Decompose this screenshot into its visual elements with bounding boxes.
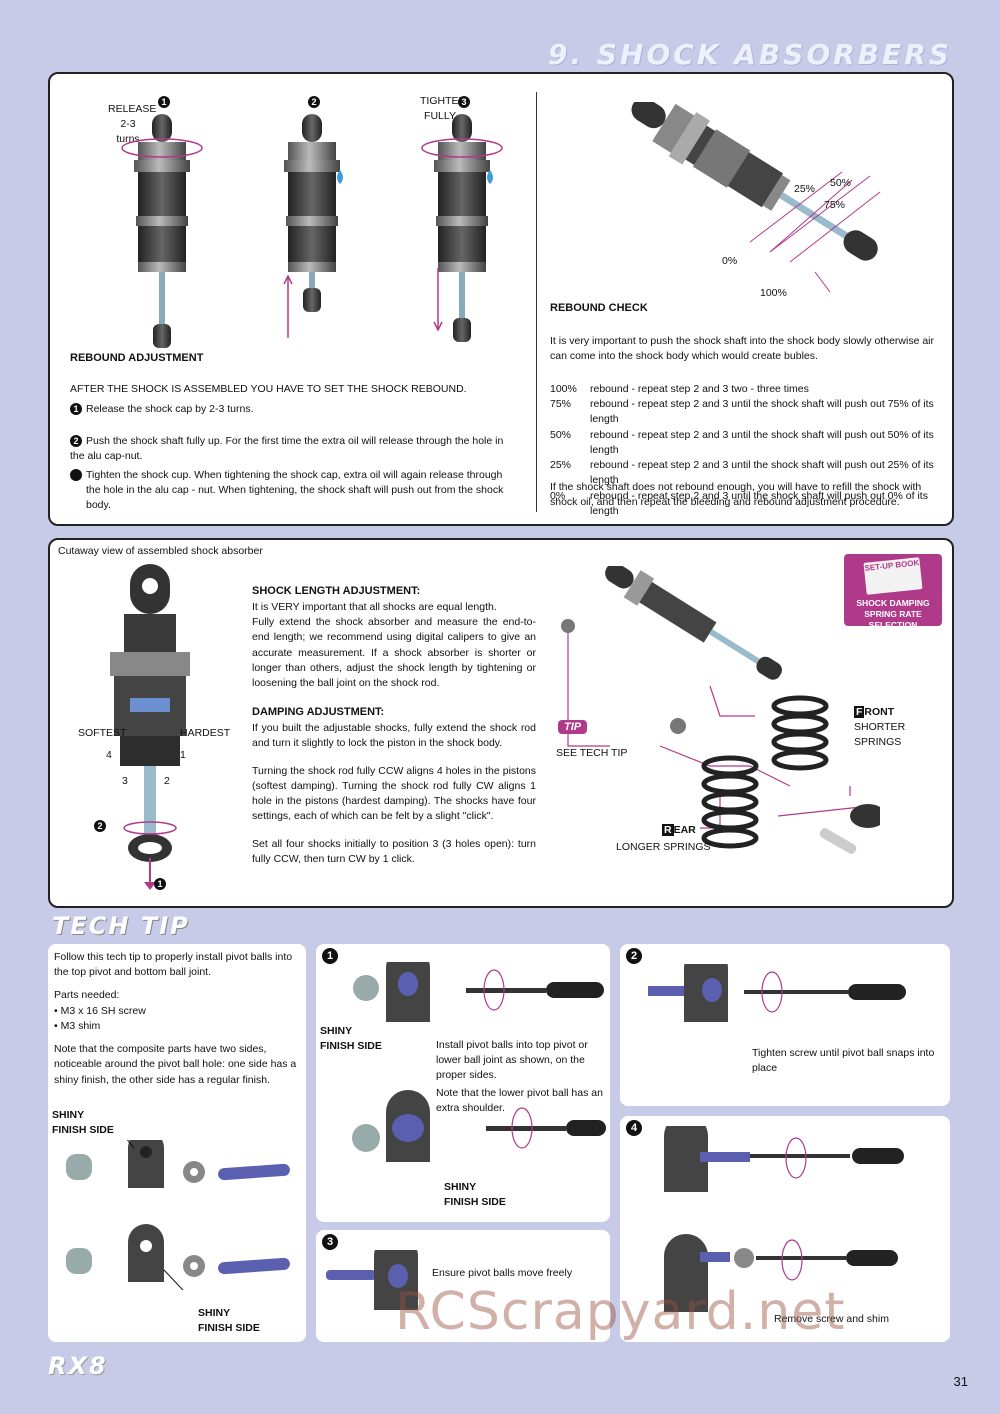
rebound-check-text: rebound - repeat step 2 and 3 until the … xyxy=(590,489,928,517)
shock-step-2 xyxy=(283,114,343,338)
rebound-check-table: 100% rebound - repeat step 2 and 3 two - … xyxy=(550,382,942,519)
cutaway-caption: Cutaway view of assembled shock absorber xyxy=(58,545,263,557)
rebound-check-pct: 50% xyxy=(550,428,572,441)
tip-badge: TIP xyxy=(558,720,588,734)
rebound-check-pct: 100% xyxy=(550,383,577,395)
softest-label: SOFTEST xyxy=(78,727,127,739)
step-2-illustration xyxy=(648,964,906,1022)
rebound-check-pct: 25% xyxy=(550,459,572,472)
rebound-check-row: 100% rebound - repeat step 2 and 3 two - … xyxy=(550,382,942,397)
tech-tip-step-2-card: 2 Tighten screw until pivot ball snaps i… xyxy=(620,944,950,1106)
step-number-2: 2 xyxy=(308,96,320,108)
step-1-illustration xyxy=(352,962,606,1162)
page-title: 9. SHOCK ABSORBERS xyxy=(548,38,952,71)
rebound-panel: RELEASE 2-3 turns 1 2 TIGHTEN FULLY 3 xyxy=(48,72,954,526)
step-1-note: Note that the lower pivot ball has an ex… xyxy=(436,1087,603,1115)
rebound-check-intro: It is very important to push the shock s… xyxy=(550,335,935,363)
tech-step-1-number: 1 xyxy=(322,948,338,964)
rebound-check-row: 50% rebound - repeat step 2 and 3 until t… xyxy=(550,428,942,458)
step-3-illustration xyxy=(326,1250,418,1310)
rebound-pct-0: 0% xyxy=(722,255,738,267)
step-number-1: 1 xyxy=(158,96,170,108)
tech-tip-step-4-card: 4 Remove screw and shim xyxy=(620,1116,950,1342)
rebound-pct-75: 75% xyxy=(824,199,846,211)
rebound-check-illustration xyxy=(631,102,881,293)
rebound-pct-100: 100% xyxy=(760,287,787,299)
rebound-check-outro: If the shock shaft does not rebound enou… xyxy=(550,481,922,509)
composite-parts-illustration xyxy=(66,1140,290,1290)
rebound-pct-25: 25% xyxy=(794,183,816,195)
position-3: 3 xyxy=(122,775,128,787)
tech-step-2-number: 2 xyxy=(626,948,642,964)
rebound-check-pct: 75% xyxy=(550,398,572,411)
cutaway-step-1: 1 xyxy=(154,878,166,890)
position-2: 2 xyxy=(164,775,170,787)
step-3-text: Ensure pivot balls move freely xyxy=(432,1267,573,1279)
hardest-label: HARDEST xyxy=(180,727,231,739)
longer-springs-label: LONGER SPRINGS xyxy=(616,841,711,853)
step-2-text: Tighten screw until pivot ball snaps int… xyxy=(752,1047,935,1075)
setup-book-badge: SET-UP BOOK SHOCK DAMPING SPRING RATE SE… xyxy=(844,554,942,630)
watermark: RCScrapyard.net xyxy=(395,1282,846,1342)
step-1-text: Install pivot balls into top pivot or lo… xyxy=(436,1039,588,1082)
setup-book-icon: SET-UP BOOK xyxy=(863,557,923,595)
shock-step-1 xyxy=(121,114,203,348)
tech-tip-title: TECH TIP xyxy=(52,912,190,940)
tech-step-3-number: 3 xyxy=(322,1234,338,1250)
page-number: 31 xyxy=(953,1374,968,1389)
position-4: 4 xyxy=(106,749,112,761)
rebound-check-text: rebound - repeat step 2 and 3 until the … xyxy=(590,428,934,456)
shock-length-heading: SHOCK LENGTH ADJUSTMENT: xyxy=(252,585,421,597)
rebound-check-text: rebound - repeat step 2 and 3 two - thre… xyxy=(590,383,809,395)
rebound-check-row: 25% rebound - repeat step 2 and 3 until t… xyxy=(550,458,942,488)
rebound-check-text: rebound - repeat step 2 and 3 until the … xyxy=(590,459,934,487)
step-4-illustration xyxy=(664,1126,904,1312)
rx8-logo: RX8 xyxy=(48,1352,108,1380)
shock-length-section: SHOCK LENGTH ADJUSTMENT: It is VERY impo… xyxy=(252,585,536,865)
step-number-3: 3 xyxy=(458,96,470,108)
tech-tip-intro-card: Follow this tech tip to properly install… xyxy=(48,944,306,1342)
rebound-check-row: 0% rebound - repeat step 2 and 3 until th… xyxy=(550,489,942,519)
rebound-pct-50: 50% xyxy=(830,177,852,189)
see-tech-tip-label: SEE TECH TIP xyxy=(556,747,628,759)
rebound-check-row: 75% rebound - repeat step 2 and 3 until t… xyxy=(550,397,942,427)
springs-illustration xyxy=(561,566,880,854)
tech-tip-step-3-card: 3 Ensure pivot balls move freely xyxy=(316,1230,610,1342)
tech-tip-intro: Follow this tech tip to properly install… xyxy=(54,951,297,1086)
shock-setup-panel: Cutaway view of assembled shock absorber… xyxy=(48,538,954,908)
cutaway-step-2: 2 xyxy=(94,820,106,832)
tech-step-4-number: 4 xyxy=(626,1120,642,1136)
rebound-check-pct: 0% xyxy=(550,489,566,502)
rebound-check-text: rebound - repeat step 2 and 3 until the … xyxy=(590,398,934,426)
position-1: 1 xyxy=(180,749,186,761)
release-label: RELEASE 2-3 turns xyxy=(108,103,157,146)
cutaway-shock-illustration xyxy=(110,564,190,890)
shorter-springs-label: SHORTER SPRINGS xyxy=(854,721,906,749)
rebound-check-heading: REBOUND CHECK xyxy=(550,302,648,314)
rebound-adjustment-intro: AFTER THE SHOCK IS ASSEMBLED YOU HAVE TO… xyxy=(70,383,467,395)
rebound-adjustment-heading: REBOUND ADJUSTMENT xyxy=(70,352,204,364)
step-4-text: Remove screw and shim xyxy=(774,1313,889,1325)
rebound-steps-illustration xyxy=(121,114,503,348)
damping-heading: DAMPING ADJUSTMENT: xyxy=(252,706,385,719)
tighten-label: TIGHTEN FULLY xyxy=(420,95,467,123)
panel-divider xyxy=(536,92,537,512)
shock-step-3 xyxy=(421,114,503,342)
